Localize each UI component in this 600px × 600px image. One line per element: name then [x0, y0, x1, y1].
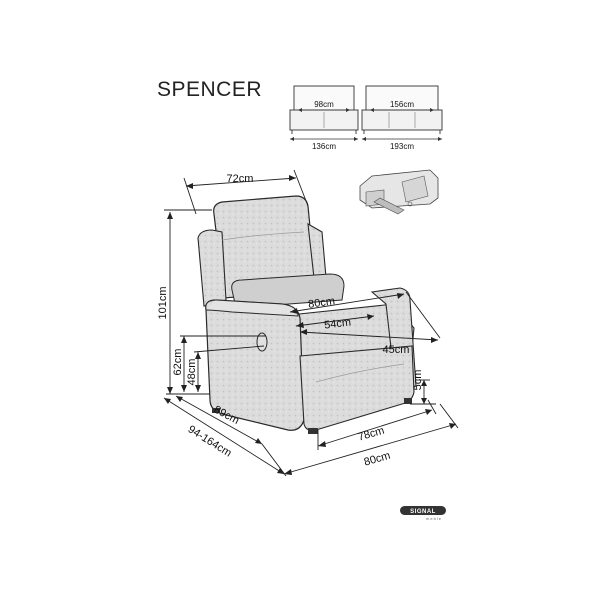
- armchair: [197, 195, 417, 434]
- leg-height-label: 5cm: [412, 370, 424, 391]
- brand-sub: meble: [426, 516, 442, 521]
- brand-name: SIGNAL: [410, 509, 436, 515]
- front-width-label: 78cm: [357, 425, 386, 444]
- product-title: SPENCER: [157, 78, 263, 101]
- reclined-sofa-thumbnail: [359, 169, 439, 215]
- seat-width-label: 45cm: [383, 344, 410, 356]
- armrest-span-label: 80cm: [307, 295, 335, 311]
- total-width-label: 80cm: [363, 450, 392, 469]
- dimension-arrows: [164, 175, 456, 475]
- two-seat-inner-width: 98cm: [314, 100, 334, 109]
- armrest-height-label: 48cm: [186, 359, 198, 386]
- top-width-label: 72cm: [227, 173, 254, 185]
- seat-height-label: 62cm: [172, 349, 184, 376]
- signal-logo: SIGNAL meble: [400, 506, 446, 521]
- three-seat-sofa-thumbnail: 156cm 193cm: [361, 85, 443, 151]
- reclined-depth-label: 94-164cm: [186, 423, 234, 459]
- two-seat-outer-width: 136cm: [312, 142, 336, 151]
- two-seat-sofa-thumbnail: 98cm 136cm: [289, 85, 359, 151]
- total-height-label: 101cm: [157, 286, 169, 319]
- seat-depth-label: 54cm: [324, 316, 352, 331]
- three-seat-inner-width: 156cm: [390, 100, 414, 109]
- three-seat-outer-width: 193cm: [390, 142, 414, 151]
